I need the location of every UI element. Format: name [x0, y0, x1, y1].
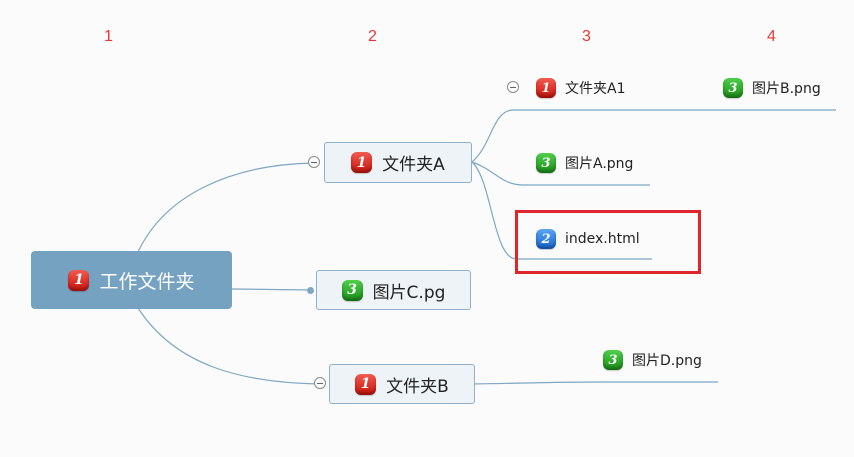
node-folder-a1[interactable]: 1 文件夹A1: [536, 77, 625, 99]
connector-b-image-d: [473, 381, 718, 385]
level-number-2: 2: [368, 28, 377, 45]
node-image-b[interactable]: 3 图片B.png: [723, 77, 821, 99]
node-label: 文件夹A1: [565, 81, 626, 97]
node-label: index.html: [565, 231, 640, 247]
priority-icon: 3: [603, 350, 623, 370]
priority-icon: 1: [536, 78, 556, 98]
root-node-work-folder[interactable]: 1 工作文件夹: [31, 251, 232, 309]
level-number-4: 4: [767, 28, 776, 45]
priority-icon: 3: [536, 153, 556, 173]
connector-root-image-c: [231, 288, 313, 291]
node-label: 图片B.png: [752, 81, 821, 97]
node-label: 工作文件夹: [99, 270, 195, 293]
level-number-1: 1: [104, 28, 113, 45]
connector-a-image-a: [471, 161, 650, 186]
collapse-folder-a1-icon[interactable]: [507, 81, 519, 93]
highlight-box: [515, 210, 701, 274]
node-folder-b[interactable]: 1 文件夹B: [329, 364, 475, 404]
node-image-c[interactable]: 3 图片C.pg: [316, 270, 471, 310]
priority-icon: 1: [68, 269, 90, 291]
priority-icon: 1: [355, 373, 377, 395]
collapse-folder-a-icon[interactable]: [308, 156, 320, 168]
connector-a-index: [471, 161, 652, 260]
priority-icon: 2: [536, 229, 556, 249]
collapse-folder-b-icon[interactable]: [314, 377, 326, 389]
connector-dot: [307, 287, 314, 294]
priority-icon: 3: [341, 279, 363, 301]
node-label: 文件夹A: [382, 155, 445, 175]
node-folder-a[interactable]: 1 文件夹A: [324, 142, 472, 183]
node-label: 图片C.pg: [372, 282, 446, 303]
node-label: 图片D.png: [632, 353, 702, 369]
node-label: 图片A.png: [565, 156, 634, 172]
node-image-d[interactable]: 3 图片D.png: [603, 349, 702, 371]
node-index-html[interactable]: 2 index.html: [536, 228, 640, 250]
connector-root-folder-a: [137, 162, 313, 253]
priority-icon: 1: [351, 152, 373, 173]
connector-a-a1: [471, 109, 836, 163]
level-number-3: 3: [582, 28, 591, 45]
node-image-a[interactable]: 3 图片A.png: [536, 152, 633, 174]
connector-root-folder-b: [137, 307, 323, 385]
priority-icon: 3: [723, 78, 743, 98]
node-label: 文件夹B: [386, 376, 449, 397]
